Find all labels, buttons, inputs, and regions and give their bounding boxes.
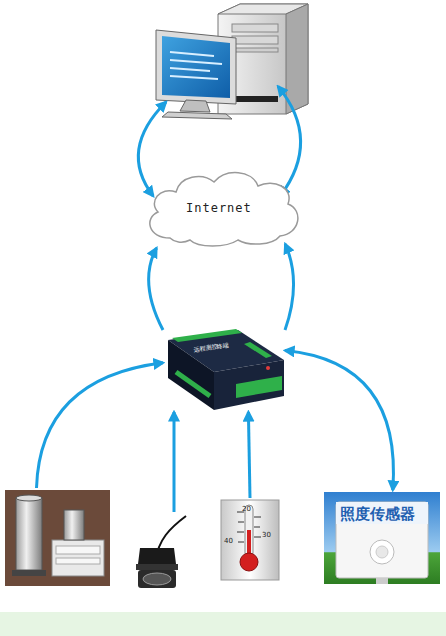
node-label: Internet	[186, 202, 252, 214]
node-label: 40	[224, 538, 233, 545]
thermometer-illustration	[221, 500, 279, 580]
cloud-outline	[150, 173, 298, 246]
node-label: 20	[242, 506, 251, 513]
footer-band	[0, 612, 446, 636]
computer-illustration	[156, 4, 308, 119]
ultrasonic-sensor-illustration	[136, 516, 186, 588]
data-logger-box: 远程测控终端	[163, 330, 285, 412]
light-sensor-illustration	[324, 492, 440, 584]
bidirectional-link	[278, 86, 301, 196]
node-label: 照度传感器	[340, 507, 415, 522]
sensor-arrow	[173, 412, 176, 512]
sensor-arrow	[248, 412, 250, 498]
thermometer-node: 20 30 40	[220, 498, 280, 580]
ultrasonic-sensor-node	[120, 512, 192, 592]
bidirectional-link	[138, 102, 166, 196]
device-illustration	[168, 329, 284, 410]
bidirectional-link	[285, 351, 393, 491]
rain-gauge-illustration	[5, 490, 110, 586]
sensor-arrow	[37, 363, 164, 488]
node-label: 30	[262, 532, 271, 539]
light-sensor-node: 照度传感器	[322, 490, 440, 586]
node-label: 远程测控终端	[193, 342, 229, 353]
upload-arrow	[149, 248, 163, 330]
internet-cloud: Internet	[140, 168, 305, 248]
rain-gauge-node	[5, 488, 110, 586]
upload-arrow	[285, 244, 294, 330]
computer-node	[150, 0, 310, 120]
